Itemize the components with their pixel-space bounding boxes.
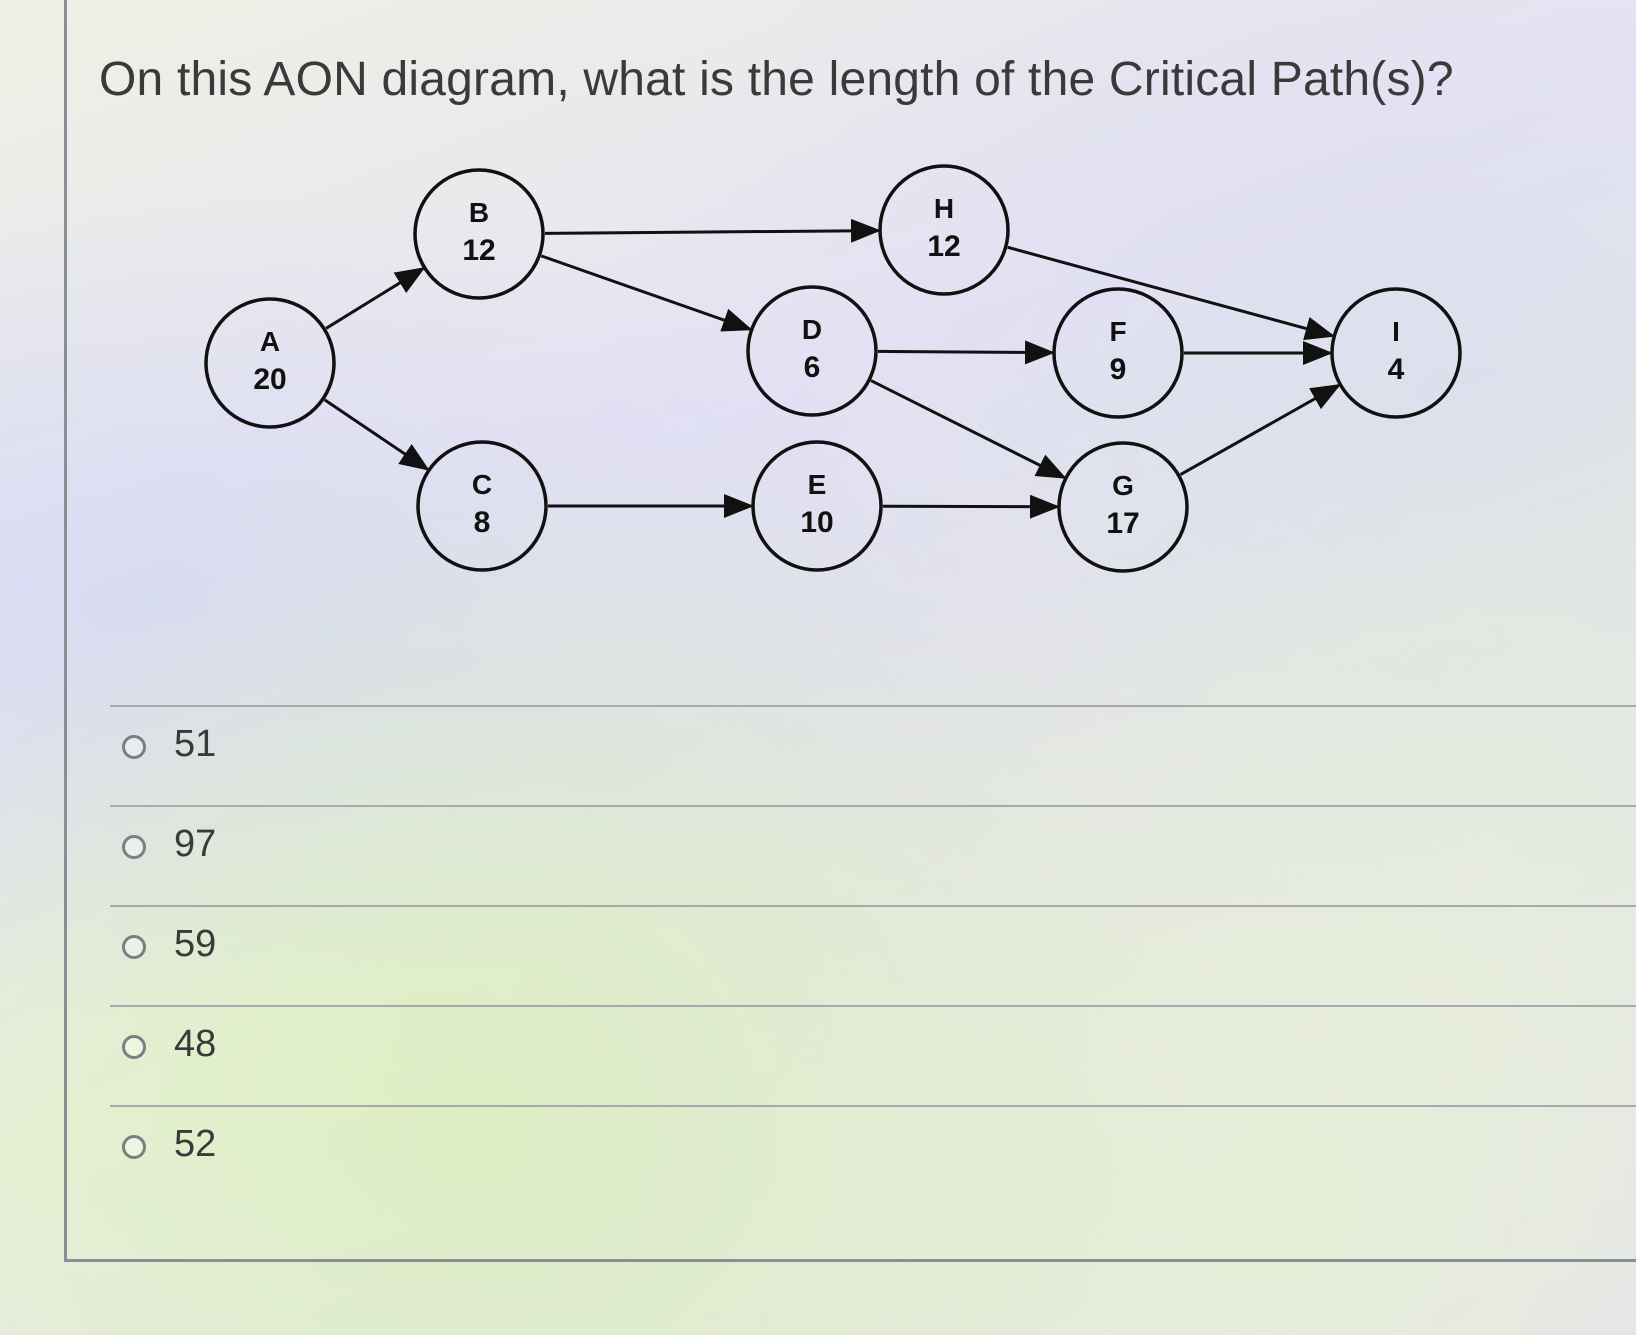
question-text: On this AON diagram, what is the length …: [99, 53, 1454, 106]
node-label: F: [1109, 316, 1126, 347]
option-row[interactable]: 48: [110, 1005, 1636, 1105]
node-label: H: [934, 193, 954, 224]
option-row[interactable]: 59: [110, 905, 1636, 1005]
radio-button[interactable]: [122, 735, 146, 759]
node-duration: 17: [1106, 507, 1139, 540]
radio-button[interactable]: [122, 935, 146, 959]
radio-button[interactable]: [122, 835, 146, 859]
node-b: B 12: [413, 168, 545, 300]
edge-h-i: [1007, 245, 1336, 341]
node-duration: 20: [253, 363, 286, 396]
option-label[interactable]: 97: [174, 823, 217, 865]
node-circle: [413, 168, 545, 300]
edge-a-c: [323, 398, 430, 471]
node-label: B: [469, 197, 489, 228]
node-label: D: [802, 314, 822, 345]
node-i: I4: [1330, 287, 1462, 419]
node-duration: 9: [1110, 353, 1127, 386]
node-a: A 20: [204, 297, 336, 429]
edge-a-b: [325, 267, 426, 330]
node-circle: [416, 440, 548, 572]
node-circle: [746, 285, 878, 417]
answer-options: 51 97 59 48 52: [110, 705, 1636, 1205]
radio-button[interactable]: [122, 1135, 146, 1159]
node-circle: [878, 164, 1010, 296]
node-label: G: [1112, 470, 1134, 501]
node-label: C: [472, 469, 492, 500]
node-label: A: [260, 326, 280, 357]
node-duration: 12: [462, 234, 495, 267]
node-duration: 8: [474, 506, 491, 539]
radio-button[interactable]: [122, 1035, 146, 1059]
option-label[interactable]: 52: [174, 1123, 217, 1165]
option-label[interactable]: 51: [174, 723, 217, 765]
node-circle: [1330, 287, 1462, 419]
edges-layer: [323, 218, 1342, 519]
option-row[interactable]: 52: [110, 1105, 1636, 1205]
option-label[interactable]: 48: [174, 1023, 217, 1065]
edge-e-g: [882, 494, 1061, 519]
node-circle: [1057, 441, 1189, 573]
node-duration: 6: [804, 351, 821, 384]
option-row[interactable]: 51: [110, 705, 1636, 805]
edge-d-f: [877, 340, 1056, 365]
node-circle: [204, 297, 336, 429]
edge-b-h: [544, 218, 882, 243]
node-label: E: [808, 469, 827, 500]
node-duration: 10: [800, 506, 833, 539]
option-row[interactable]: 97: [110, 805, 1636, 905]
node-duration: 4: [1388, 353, 1405, 386]
node-circle: [1052, 287, 1184, 419]
node-f: F9: [1052, 287, 1184, 419]
node-label: I: [1392, 316, 1400, 347]
node-circle: [751, 440, 883, 572]
node-e: E 10: [751, 440, 883, 572]
option-label[interactable]: 59: [174, 923, 217, 965]
edge-g-i: [1179, 383, 1342, 476]
node-duration: 12: [927, 230, 960, 263]
node-h: H 12: [878, 164, 1010, 296]
node-g: G 17: [1057, 441, 1189, 573]
edge-d-g: [870, 379, 1067, 479]
question-panel: [64, 0, 1636, 1262]
edge-b-d: [540, 254, 753, 332]
node-d: D6: [746, 285, 878, 417]
node-c: C8: [416, 440, 548, 572]
